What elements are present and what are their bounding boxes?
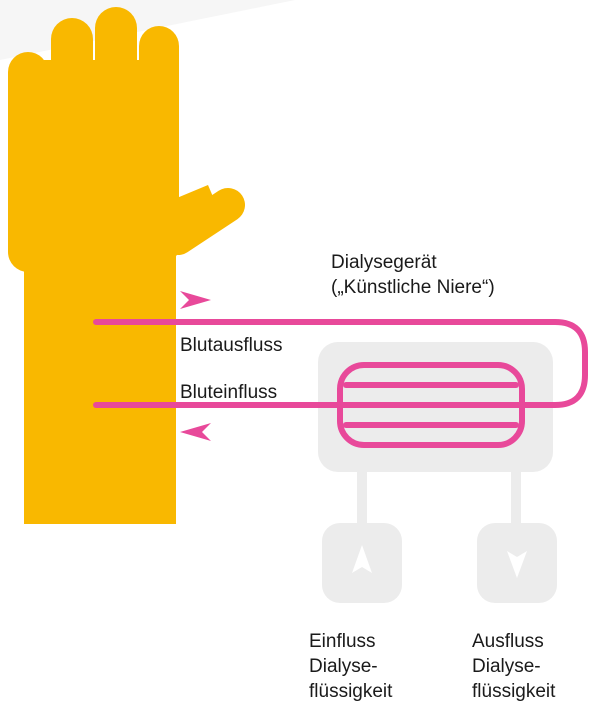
inflow-connector (357, 470, 367, 530)
outflow-connector (511, 470, 521, 530)
blood-in-label: Bluteinfluss (180, 381, 277, 404)
outflow-label-line1: Ausfluss (472, 630, 544, 653)
device-label-line1: Dialysegerät (331, 251, 437, 274)
inflow-label-line1: Einfluss (309, 630, 376, 653)
inflow-label-line2: Dialyse- (309, 655, 378, 678)
arrow-left-icon (180, 423, 211, 441)
device-label-line2: („Künstliche Niere“) (331, 276, 495, 299)
blood-out-label: Blutausfluss (180, 334, 282, 357)
outflow-label-line3: flüssigkeit (472, 680, 555, 703)
arrow-right-icon (180, 291, 211, 309)
finger-pinky (8, 52, 48, 272)
hand (8, 7, 228, 524)
finger-middle (95, 7, 137, 267)
outflow-label-line2: Dialyse- (472, 655, 541, 678)
finger-ring (51, 18, 93, 268)
inflow-label-line3: flüssigkeit (309, 680, 392, 703)
